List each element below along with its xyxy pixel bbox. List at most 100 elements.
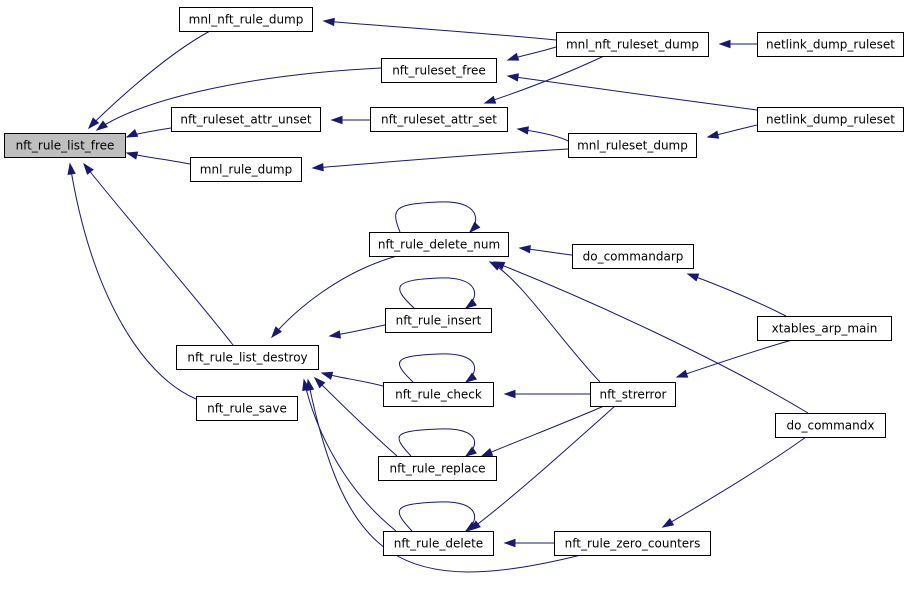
node-nft_ruleset_attr_set[interactable]: nft_ruleset_attr_set (370, 107, 508, 132)
node-nft_ruleset_attr_unset[interactable]: nft_ruleset_attr_unset (171, 107, 321, 132)
edge-mnl_nft_ruleset_dump-to-nft_ruleset_free (506, 46, 557, 61)
node-label: nft_ruleset_attr_set (381, 113, 497, 127)
node-label: nft_rule_check (395, 388, 482, 402)
node-label: xtables_arp_main (772, 322, 878, 336)
edge-mnl_nft_rule_dump-to-nft_rule_list_free (87, 30, 211, 130)
edge-nft_strerror-to-nft_rule_delete (468, 405, 616, 531)
node-box[interactable] (383, 531, 494, 556)
node-box[interactable] (370, 107, 508, 132)
node-box[interactable] (757, 107, 904, 132)
node-nft_rule_replace[interactable]: nft_rule_replace (378, 456, 497, 481)
node-netlink_dump_ruleset_1[interactable]: netlink_dump_ruleset (757, 32, 904, 57)
node-box[interactable] (556, 32, 709, 57)
node-box[interactable] (179, 7, 313, 32)
edge-line (399, 277, 476, 309)
node-nft_rule_save[interactable]: nft_rule_save (196, 396, 298, 421)
node-box[interactable] (176, 345, 319, 370)
edge-nft_rule_replace-to-nft_rule_replace (398, 428, 477, 457)
edge-line (484, 55, 605, 104)
arrowhead (83, 162, 94, 175)
node-label: nft_rule_save (207, 402, 287, 416)
edge-nft_rule_check-to-nft_rule_list_destroy (320, 371, 384, 387)
node-label: do_commandx (787, 419, 875, 433)
node-mnl_ruleset_dump[interactable]: mnl_ruleset_dump (568, 133, 697, 158)
node-mnl_nft_ruleset_dump[interactable]: mnl_nft_ruleset_dump (556, 32, 709, 57)
edge-nft_rule_delete-to-nft_rule_delete (398, 501, 477, 532)
node-label: mnl_ruleset_dump (577, 139, 688, 153)
edge-nft_ruleset_free-to-nft_rule_list_free (95, 67, 382, 131)
node-nft_rule_check[interactable]: nft_rule_check (383, 382, 494, 407)
edge-line (493, 261, 809, 414)
edge-line (271, 255, 398, 338)
node-box[interactable] (757, 316, 892, 341)
node-label: nft_ruleset_attr_unset (180, 113, 311, 127)
node-box[interactable] (381, 58, 497, 83)
arrowhead (313, 376, 326, 389)
node-do_commandx[interactable]: do_commandx (775, 413, 886, 438)
edge-line (481, 405, 605, 457)
edge-nft_rule_delete_num-to-nft_rule_delete_num (395, 201, 481, 234)
arrowhead (464, 446, 477, 457)
arrowhead (503, 538, 516, 548)
edge-mnl_ruleset_dump-to-nft_ruleset_attr_set (516, 126, 571, 143)
arrowhead (305, 378, 315, 392)
node-box[interactable] (171, 107, 321, 132)
node-box[interactable] (757, 32, 904, 57)
arrowhead (125, 128, 139, 138)
node-xtables_arp_main[interactable]: xtables_arp_main (757, 316, 892, 341)
node-mnl_nft_rule_dump[interactable]: mnl_nft_rule_dump (179, 7, 313, 32)
edge-netlink_dump_ruleset_2-to-nft_ruleset_free (506, 73, 758, 111)
node-box[interactable] (190, 157, 302, 182)
node-label: mnl_nft_ruleset_dump (566, 38, 699, 52)
edge-nft_strerror-to-nft_rule_delete_num (488, 261, 601, 383)
edge-xtables_arp_main-to-nft_strerror (675, 339, 793, 378)
node-label: nft_rule_list_free (16, 139, 115, 153)
arrowhead (718, 39, 731, 49)
node-box[interactable] (196, 396, 298, 421)
arrowhead (492, 261, 506, 270)
edge-line (469, 405, 616, 531)
edge-nft_strerror-to-nft_rule_replace (480, 405, 605, 457)
node-box[interactable] (572, 244, 694, 269)
edge-do_commandx-to-nft_rule_delete_num (492, 261, 809, 414)
arrowhead (464, 372, 477, 383)
node-box[interactable] (4, 133, 126, 158)
arrowhead (506, 52, 520, 61)
node-nft_ruleset_free[interactable]: nft_ruleset_free (381, 58, 497, 83)
node-box[interactable] (590, 382, 676, 407)
edge-netlink_dump_ruleset_2-to-mnl_ruleset_dump (706, 124, 758, 139)
node-box[interactable] (554, 531, 711, 556)
node-box[interactable] (383, 382, 494, 407)
node-nft_rule_delete_num[interactable]: nft_rule_delete_num (369, 232, 509, 257)
node-nft_rule_insert[interactable]: nft_rule_insert (385, 308, 492, 333)
node-nft_strerror[interactable]: nft_strerror (590, 382, 676, 407)
node-nft_rule_list_destroy[interactable]: nft_rule_list_destroy (176, 345, 319, 370)
node-box[interactable] (385, 308, 492, 333)
arrowhead (330, 115, 343, 125)
arrowhead (328, 330, 342, 339)
node-box[interactable] (378, 456, 497, 481)
node-label: nft_rule_replace (390, 462, 486, 476)
node-netlink_dump_ruleset_2[interactable]: netlink_dump_ruleset (757, 107, 904, 132)
edge-do_commandarp-to-nft_rule_delete_num (518, 244, 573, 256)
node-box[interactable] (775, 413, 886, 438)
node-box[interactable] (568, 133, 697, 158)
node-nft_rule_list_free[interactable]: nft_rule_list_free (4, 133, 126, 158)
node-mnl_rule_dump[interactable]: mnl_rule_dump (190, 157, 302, 182)
edge-nft_rule_check-to-nft_rule_check (398, 353, 477, 383)
edge-nft_ruleset_attr_unset-to-nft_rule_list_free (125, 127, 172, 138)
edge-line (323, 20, 557, 41)
arrowhead (271, 326, 283, 339)
edge-do_commandx-to-nft_rule_zero_counters (661, 436, 807, 528)
node-label: nft_rule_zero_counters (565, 537, 701, 551)
node-do_commandarp[interactable]: do_commandarp (572, 244, 694, 269)
node-box[interactable] (369, 232, 509, 257)
edge-nft_rule_replace-to-nft_rule_list_destroy (313, 376, 398, 457)
edge-nft_rule_insert-to-nft_rule_insert (399, 277, 477, 309)
node-label: nft_rule_list_destroy (187, 351, 307, 365)
node-label: nft_ruleset_free (392, 64, 486, 78)
edge-mnl_rule_dump-to-nft_rule_list_free (125, 151, 191, 165)
node-nft_rule_delete[interactable]: nft_rule_delete (383, 531, 494, 556)
node-nft_rule_zero_counters[interactable]: nft_rule_zero_counters (554, 531, 711, 556)
